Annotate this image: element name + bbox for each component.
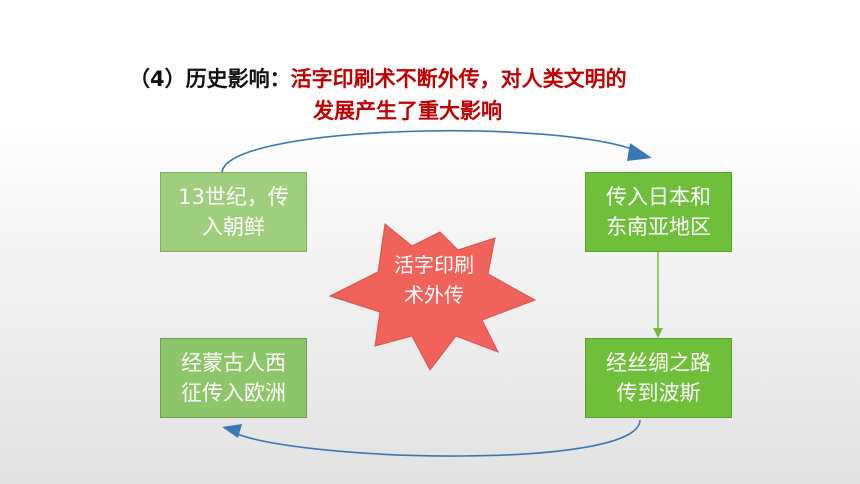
center-star-label: 活字印刷 术外传 xyxy=(372,250,496,310)
box-persia: 经丝绸之路 传到波斯 xyxy=(585,338,732,418)
box-persia-line1: 经丝绸之路 xyxy=(606,351,711,375)
title-red-text-1: 活字印刷术不断外传，对人类文明的 xyxy=(290,67,627,91)
center-label-line2: 术外传 xyxy=(404,283,464,307)
title-line-1: （4）历史影响：活字印刷术不断外传，对人类文明的 xyxy=(129,66,627,92)
bottom-arrowhead xyxy=(222,424,242,438)
box-japan-southeast-asia: 传入日本和 东南亚地区 xyxy=(585,172,732,252)
box-korea-line2: 入朝鲜 xyxy=(201,215,265,239)
center-star xyxy=(328,223,537,371)
box-europe-line2: 征传入欧洲 xyxy=(181,381,286,405)
box-korea-line1: 13世纪，传 xyxy=(178,185,289,209)
title-prefix: （4）历史影响： xyxy=(129,67,291,91)
box-europe-line1: 经蒙古人西 xyxy=(181,351,286,375)
box-persia-line2: 传到波斯 xyxy=(616,381,701,405)
box-japan-line1: 传入日本和 xyxy=(606,185,711,209)
bottom-curved-arrow xyxy=(231,419,641,457)
center-label-line1: 活字印刷 xyxy=(394,253,474,277)
box-europe: 经蒙古人西 征传入欧洲 xyxy=(160,338,307,418)
top-arrowhead xyxy=(627,143,652,161)
box-korea: 13世纪，传 入朝鲜 xyxy=(160,172,307,252)
title-red-text-2: 发展产生了重大影响 xyxy=(313,99,502,123)
box-japan-line2: 东南亚地区 xyxy=(606,215,711,239)
title-line-2: 发展产生了重大影响 xyxy=(313,98,502,124)
right-down-arrowhead xyxy=(653,328,663,338)
top-curved-arrow xyxy=(221,129,641,173)
